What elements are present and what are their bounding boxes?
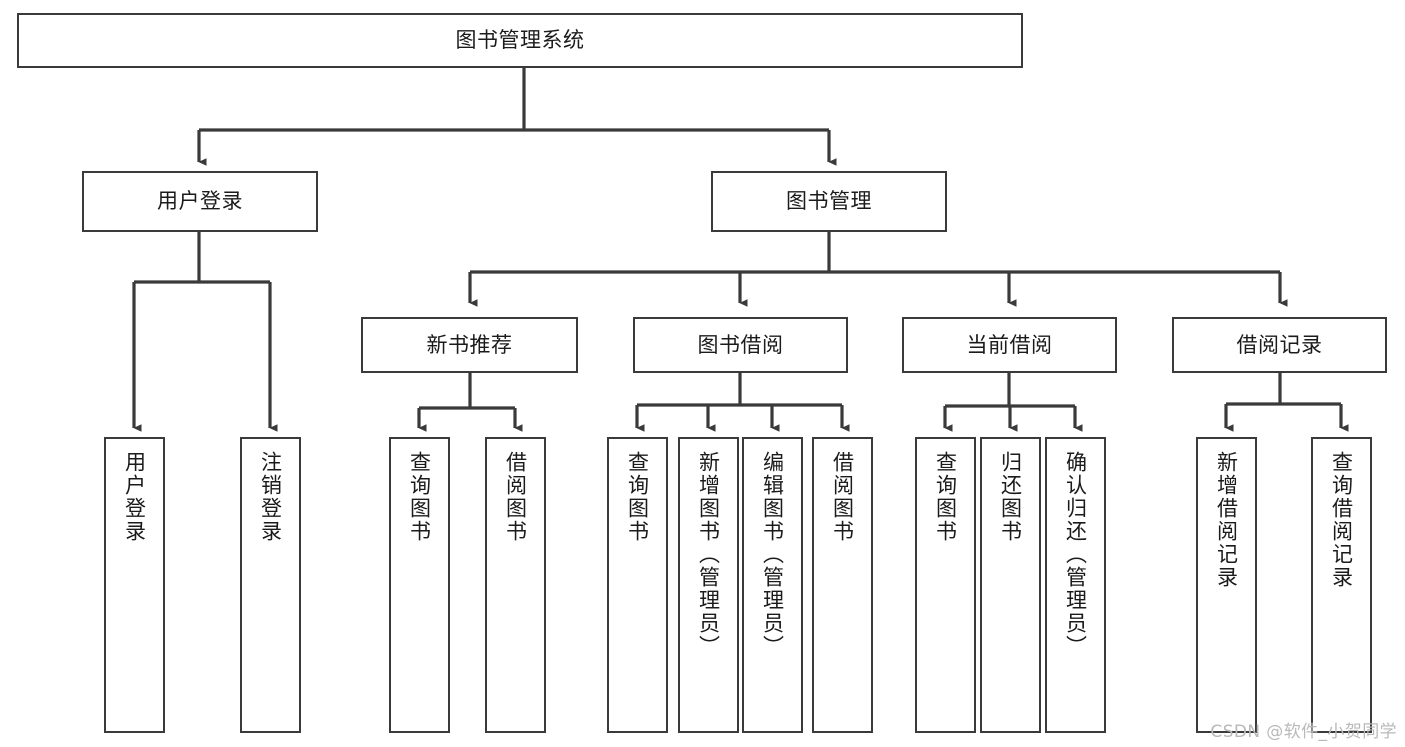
node-label: 归还图书 — [998, 451, 1023, 543]
leaf-return-book[interactable]: 归还图书 — [980, 437, 1041, 733]
node-label: 编辑图书（管理员） — [760, 451, 785, 658]
csdn-watermark: CSDN @软件_小贺同学 — [1210, 722, 1397, 742]
node-label: 查询图书 — [625, 451, 650, 543]
node-label: 用户登录 — [157, 189, 243, 214]
leaf-edit-book-admin[interactable]: 编辑图书（管理员） — [742, 437, 803, 733]
node-label: 新增图书（管理员） — [696, 451, 721, 658]
node-label: 新增借阅记录 — [1214, 451, 1239, 589]
node-current-borrow[interactable]: 当前借阅 — [902, 317, 1117, 373]
node-user-login[interactable]: 用户登录 — [82, 171, 318, 232]
node-label: 查询借阅记录 — [1329, 451, 1354, 589]
node-label: 用户登录 — [122, 451, 147, 543]
node-label: 确认归还（管理员） — [1063, 451, 1088, 658]
leaf-query-borrow-record[interactable]: 查询借阅记录 — [1311, 437, 1372, 733]
node-label: 图书借阅 — [697, 332, 784, 357]
node-label: 借阅图书 — [503, 451, 528, 543]
node-book-borrow[interactable]: 图书借阅 — [633, 317, 848, 373]
node-label: 图书管理 — [786, 189, 872, 214]
node-label: 当前借阅 — [966, 332, 1053, 357]
node-label: 借阅图书 — [830, 451, 855, 543]
leaf-borrow-book[interactable]: 借阅图书 — [812, 437, 873, 733]
leaf-logout-login[interactable]: 注销登录 — [240, 437, 301, 733]
node-root-book-management-system[interactable]: 图书管理系统 — [17, 13, 1023, 68]
leaf-confirm-return-admin[interactable]: 确认归还（管理员） — [1045, 437, 1106, 733]
leaf-borrow-book-new-recommend[interactable]: 借阅图书 — [485, 437, 546, 733]
node-book-manage[interactable]: 图书管理 — [711, 171, 947, 232]
node-label: 借阅记录 — [1236, 332, 1323, 357]
leaf-add-book-admin[interactable]: 新增图书（管理员） — [678, 437, 739, 733]
node-label: 注销登录 — [258, 451, 283, 543]
leaf-user-login[interactable]: 用户登录 — [104, 437, 165, 733]
leaf-query-book-borrow[interactable]: 查询图书 — [607, 437, 668, 733]
node-label: 图书管理系统 — [455, 28, 585, 53]
node-label: 查询图书 — [933, 451, 958, 543]
node-new-book-recommend[interactable]: 新书推荐 — [361, 317, 578, 373]
leaf-query-book-new-recommend[interactable]: 查询图书 — [389, 437, 450, 733]
leaf-query-book-current[interactable]: 查询图书 — [915, 437, 976, 733]
node-label: 查询图书 — [407, 451, 432, 543]
node-borrow-record[interactable]: 借阅记录 — [1172, 317, 1387, 373]
leaf-add-borrow-record[interactable]: 新增借阅记录 — [1196, 437, 1257, 733]
node-label: 新书推荐 — [426, 332, 513, 357]
